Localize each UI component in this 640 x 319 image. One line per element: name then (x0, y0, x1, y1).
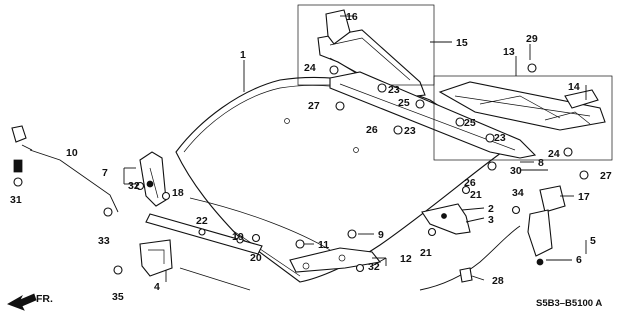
fasteners (13, 63, 589, 275)
upper-cowl-cover (317, 9, 426, 99)
callout-7: 7 (102, 167, 108, 179)
callout-32b: 32 (368, 261, 380, 273)
callout-1: 1 (240, 49, 246, 61)
hood-brace (289, 247, 382, 273)
callout-35: 35 (112, 291, 124, 303)
callout-13: 13 (503, 46, 515, 58)
wiper-group-box (433, 75, 613, 161)
callout-labels: 1 2 3 4 5 6 7 8 9 10 11 12 13 14 15 16 1… (10, 11, 612, 303)
callout-22: 22 (196, 215, 208, 227)
callout-10: 10 (66, 147, 78, 159)
callout-14: 14 (568, 81, 580, 93)
callout-21b: 21 (420, 247, 432, 259)
callout-33: 33 (98, 235, 110, 247)
callout-25a: 25 (398, 97, 410, 109)
latch-bracket (421, 203, 471, 235)
callout-25b: 25 (464, 117, 476, 129)
leader-lines (123, 15, 587, 282)
cowl-top-assembly (438, 81, 606, 131)
callout-19: 19 (232, 231, 244, 243)
callout-6: 6 (576, 254, 582, 266)
callout-4: 4 (154, 281, 160, 293)
callout-18: 18 (172, 187, 184, 199)
hood-release-lever (527, 185, 566, 266)
callout-26b: 26 (464, 177, 476, 189)
callout-32a: 32 (128, 180, 140, 192)
callout-20: 20 (250, 252, 262, 264)
callout-2: 2 (488, 203, 494, 215)
hood-support-rod (11, 125, 119, 213)
callout-9: 9 (378, 229, 384, 241)
callout-27a: 27 (308, 100, 320, 112)
front-direction-indicator: FR. (7, 293, 53, 311)
callout-8: 8 (538, 157, 544, 169)
hood-release-cable (179, 225, 521, 291)
callout-29: 29 (526, 33, 538, 45)
callout-24a: 24 (304, 62, 316, 74)
front-arrow-icon (7, 293, 37, 311)
callout-3: 3 (488, 214, 494, 226)
callout-34: 34 (512, 187, 524, 199)
callout-28: 28 (492, 275, 504, 287)
callout-23b: 23 (404, 125, 416, 137)
callout-26a: 26 (366, 124, 378, 136)
callout-24b: 24 (548, 148, 560, 160)
callout-11: 11 (318, 239, 329, 251)
callout-15: 15 (456, 37, 468, 49)
callout-17: 17 (578, 191, 590, 203)
callout-27b: 27 (600, 170, 612, 182)
front-label: FR. (36, 293, 53, 305)
callout-23a: 23 (388, 84, 400, 96)
callout-5: 5 (590, 235, 596, 247)
callout-21a: 21 (470, 189, 482, 201)
callout-30: 30 (510, 165, 522, 177)
hood-hinge-left (139, 151, 167, 207)
callout-16: 16 (346, 11, 358, 23)
callout-12: 12 (400, 253, 412, 265)
diagram-code: S5B3–B5100 A (536, 298, 602, 309)
hood-latch (139, 239, 173, 277)
callout-23c: 23 (494, 132, 506, 144)
callout-31: 31 (10, 194, 22, 206)
